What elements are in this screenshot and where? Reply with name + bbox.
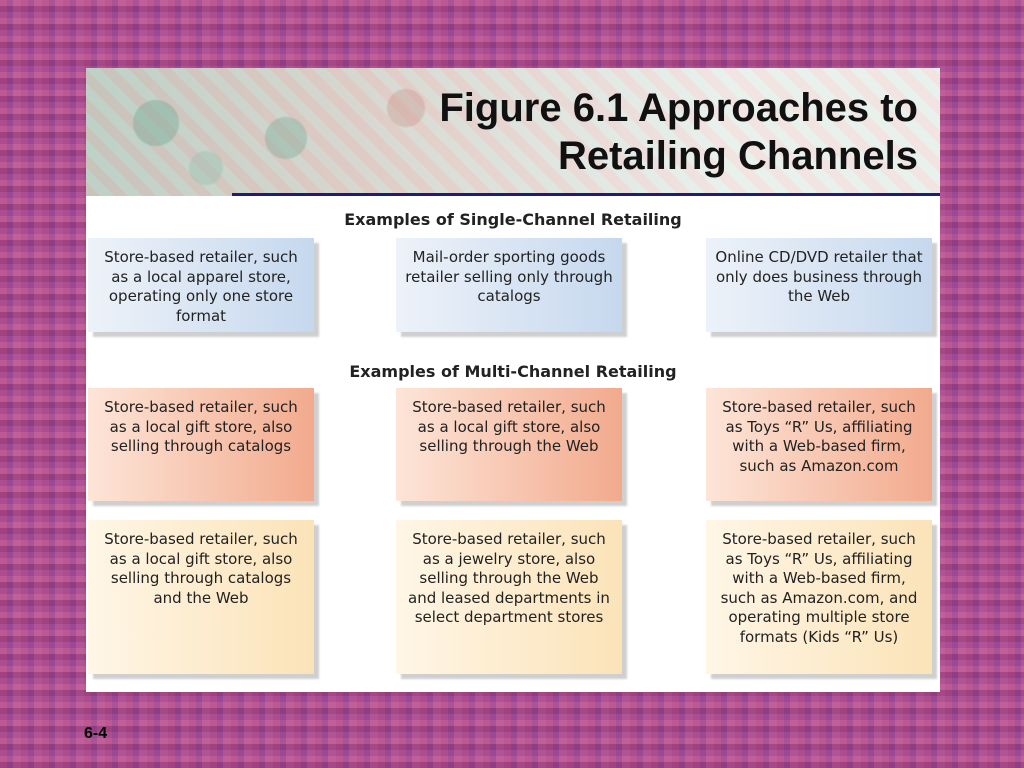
page-number: 6-4 bbox=[84, 725, 108, 742]
title-underline bbox=[232, 193, 940, 196]
multi-channel-box-affiliate: Store-based retailer, such as Toys “R” U… bbox=[706, 388, 932, 501]
single-channel-box-online: Online CD/DVD retailer that only does bu… bbox=[706, 238, 932, 332]
multi-channel-box-web: Store-based retailer, such as a local gi… bbox=[396, 388, 622, 501]
multi-channel-heading: Examples of Multi-Channel Retailing bbox=[349, 362, 677, 381]
multi-channel-box-jewelry: Store-based retailer, such as a jewelry … bbox=[396, 520, 622, 674]
single-channel-heading: Examples of Single-Channel Retailing bbox=[344, 210, 682, 229]
multi-channel-box-catalogs-web: Store-based retailer, such as a local gi… bbox=[88, 520, 314, 674]
slide-title: Figure 6.1 Approaches to Retailing Chann… bbox=[439, 84, 918, 180]
multi-channel-box-catalogs: Store-based retailer, such as a local gi… bbox=[88, 388, 314, 501]
title-line-2: Retailing Channels bbox=[557, 134, 918, 178]
decorative-banner-image bbox=[86, 68, 940, 196]
multi-channel-box-multi-format: Store-based retailer, such as Toys “R” U… bbox=[706, 520, 932, 674]
title-line-1: Figure 6.1 Approaches to bbox=[439, 86, 918, 130]
single-channel-box-mail-order: Mail-order sporting goods retailer selli… bbox=[396, 238, 622, 332]
slide-content: Figure 6.1 Approaches to Retailing Chann… bbox=[86, 68, 940, 692]
single-channel-box-store: Store-based retailer, such as a local ap… bbox=[88, 238, 314, 332]
